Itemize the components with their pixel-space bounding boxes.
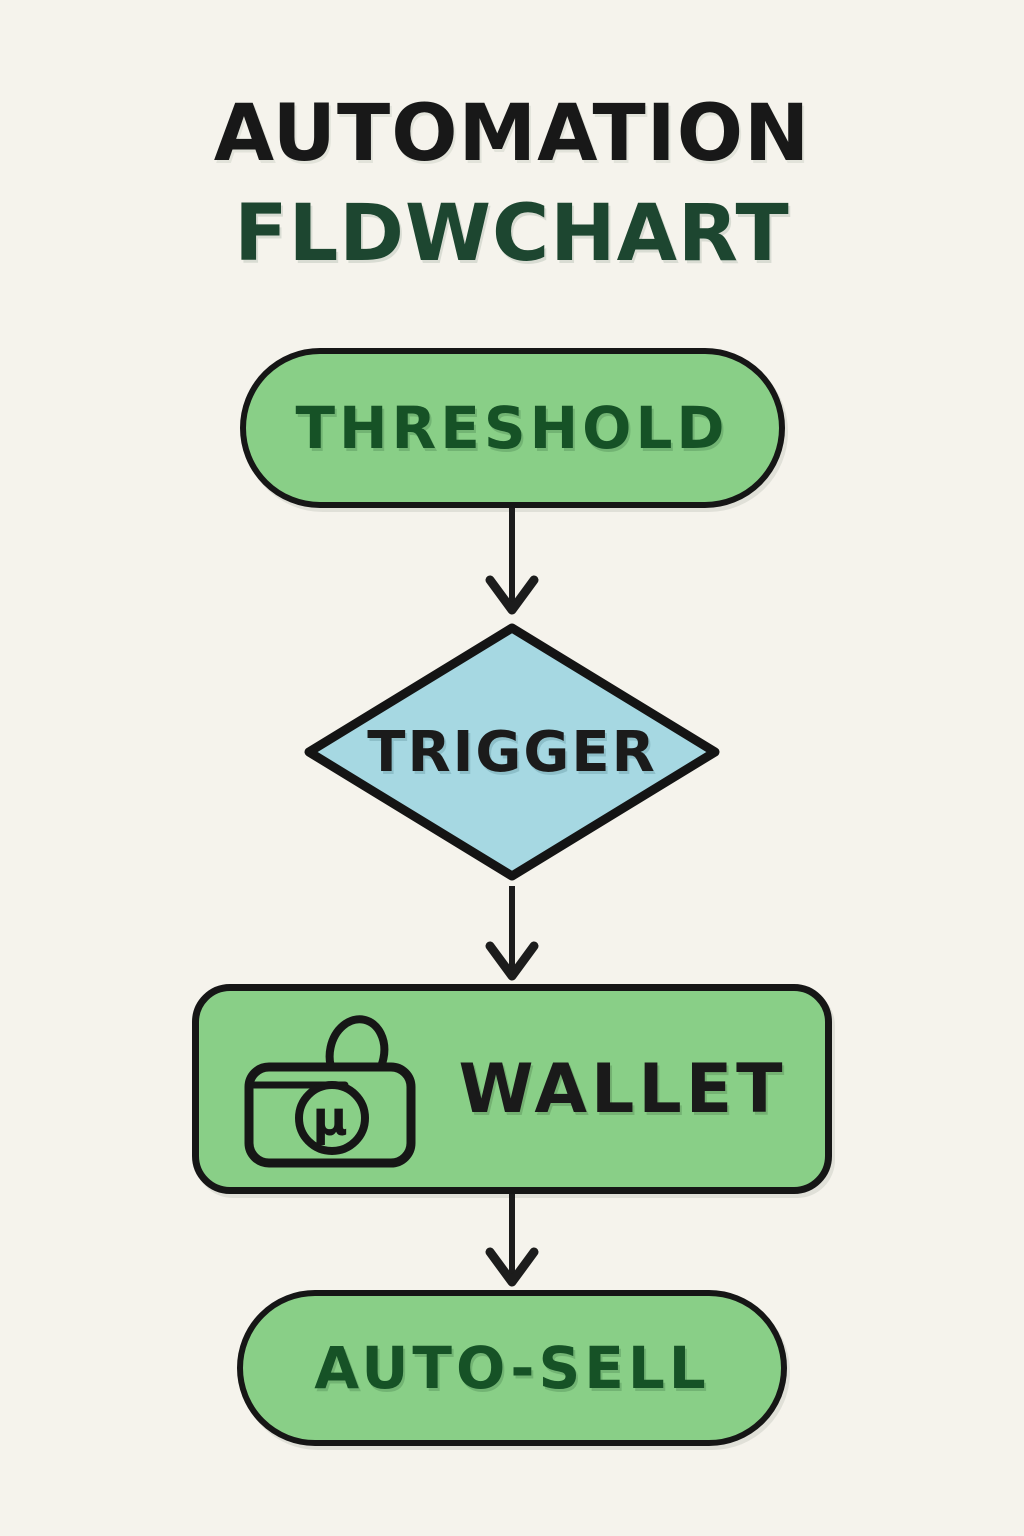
page-title: AUTOMATION FLDWCHART — [214, 84, 811, 284]
arrow-down-icon — [485, 1194, 539, 1287]
node-wallet-label: WALLET — [458, 1049, 787, 1129]
diamond-shape — [304, 623, 720, 881]
node-threshold-label: THRESHOLD — [295, 394, 729, 462]
title-line-2: FLDWCHART — [234, 189, 790, 279]
node-threshold: THRESHOLD — [239, 348, 785, 508]
arrow-down-icon — [485, 508, 539, 615]
wallet-icon: μ — [244, 1015, 416, 1168]
node-wallet: μ WALLET — [192, 984, 832, 1194]
node-auto-sell: AUTO-SELL — [237, 1290, 787, 1446]
node-trigger-label: TRIGGER — [367, 719, 657, 785]
coin-glyph: μ — [313, 1091, 352, 1147]
title-line-1: AUTOMATION — [213, 89, 811, 179]
arrow-down-icon — [485, 886, 539, 981]
node-trigger: TRIGGER — [297, 618, 727, 886]
node-auto-sell-label: AUTO-SELL — [314, 1334, 710, 1402]
